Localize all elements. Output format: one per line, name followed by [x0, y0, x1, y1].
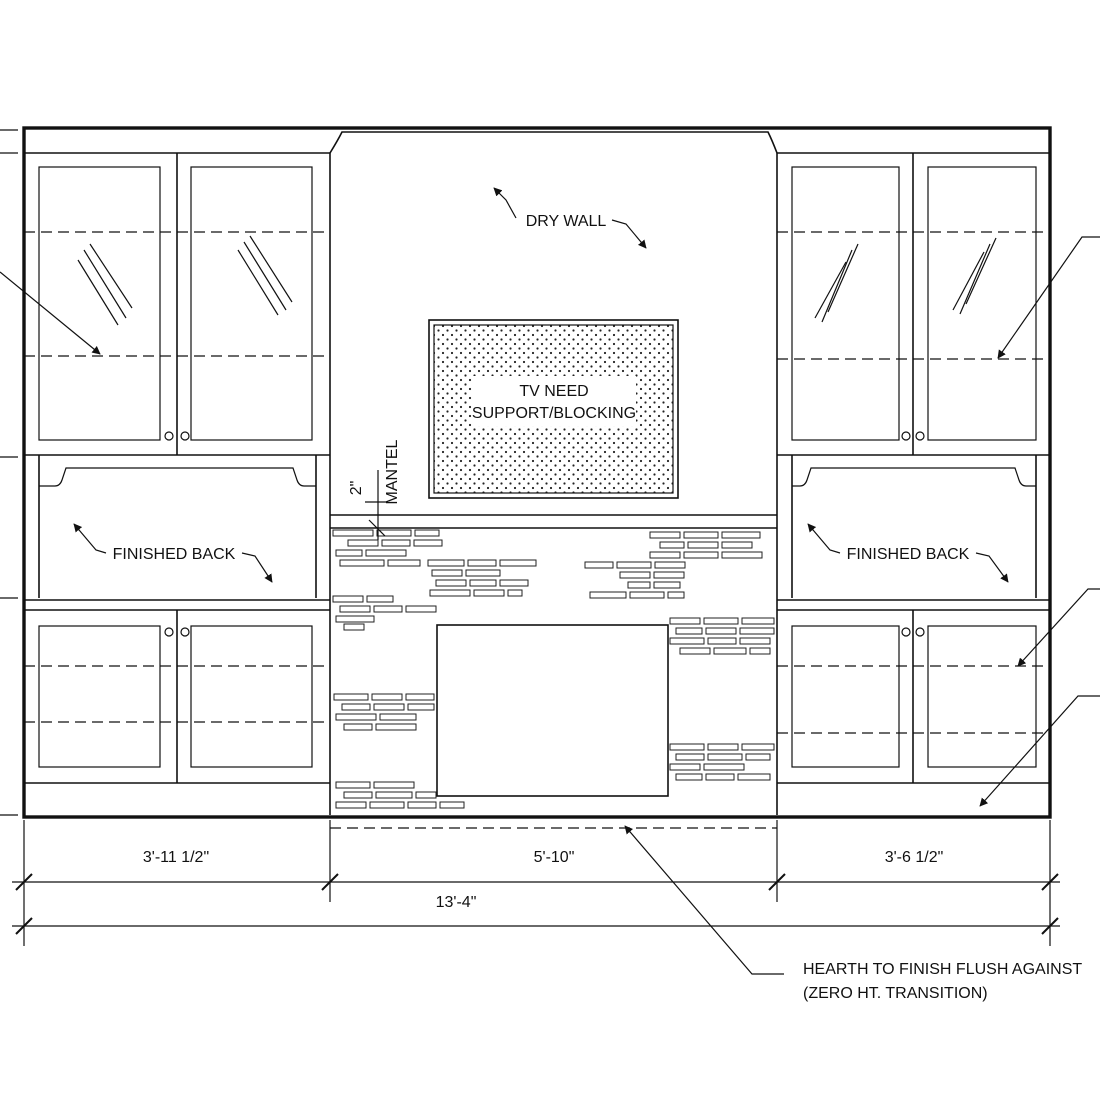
hearth-note-line1: HEARTH TO FINISH FLUSH AGAINST	[803, 961, 1082, 978]
right-cabinet	[776, 152, 1050, 815]
left-upper-shelves	[24, 231, 330, 357]
right-lower-doors	[791, 625, 1037, 768]
stone-veneer-bricks	[332, 529, 775, 809]
tv-panel	[428, 319, 679, 499]
finished-back-left-label: FINISHED BACK	[113, 546, 236, 563]
left-upper-glass-doors	[38, 166, 313, 441]
right-open-shelf-valance	[792, 467, 1036, 487]
tv-label-line2: SUPPORT/BLOCKING	[472, 405, 636, 422]
hearth-leader	[624, 825, 784, 975]
dimension-left-cabinet: 3'-11 1/2"	[143, 849, 209, 866]
finished-back-right-arrows	[807, 523, 1009, 583]
left-upper-knobs	[164, 431, 190, 441]
left-edge-ticks	[0, 129, 18, 816]
firebox-opening	[436, 624, 669, 797]
right-upper-knobs	[901, 431, 925, 441]
dimension-overall: 13'-4"	[436, 894, 477, 911]
mantel-gap-detail	[365, 470, 388, 540]
drywall-arch	[329, 131, 778, 154]
dry-wall-arrows	[493, 187, 647, 249]
mantel-gap-dimension: 2"	[348, 481, 365, 496]
left-lower-doors	[38, 625, 313, 768]
right-lower-shelves	[777, 665, 1050, 734]
left-lower-shelves	[24, 665, 330, 723]
left-open-shelf-valance	[39, 467, 316, 487]
dimension-center: 5'-10"	[534, 849, 575, 866]
dry-wall-label: DRY WALL	[526, 213, 607, 230]
mantel	[330, 514, 777, 529]
dimension-right-cabinet: 3'-6 1/2"	[885, 849, 944, 866]
dimension-lines	[12, 820, 1060, 946]
right-upper-shelves	[777, 231, 1050, 360]
outer-frame	[22, 126, 1052, 819]
left-cabinet	[24, 152, 331, 815]
tv-label-line1: TV NEED	[519, 383, 588, 400]
right-upper-glass-doors	[791, 166, 1037, 441]
finished-back-left-arrows	[73, 523, 273, 583]
finished-back-right-label: FINISHED BACK	[847, 546, 970, 563]
hearth-note-line2: (ZERO HT. TRANSITION)	[803, 985, 988, 1002]
mantel-label: MANTEL	[384, 439, 401, 504]
leader-arrows	[0, 236, 1100, 807]
